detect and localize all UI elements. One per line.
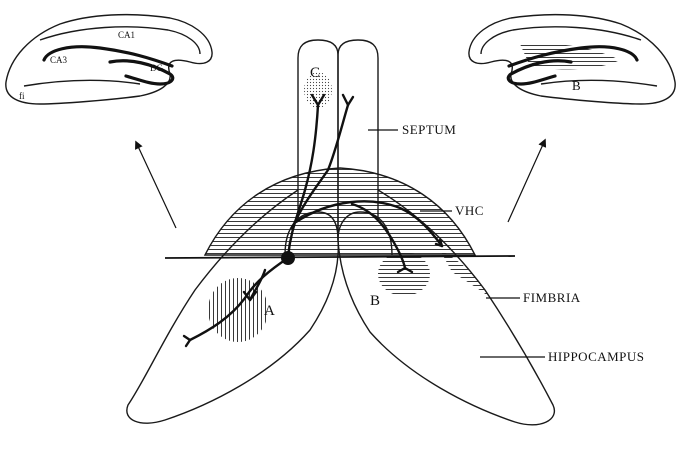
section-plane-line	[165, 256, 515, 258]
left-section-inset: CA3 CA1 DG fi	[6, 15, 212, 104]
label-site-a: A	[264, 303, 275, 319]
left-section-lower-arc	[24, 80, 140, 86]
left-section-outline	[6, 15, 212, 104]
label-fimbria: FIMBRIA	[523, 290, 581, 305]
label-site-b: B	[370, 293, 380, 309]
arrow-to-right-section	[508, 140, 545, 222]
label-ca1: CA1	[118, 30, 135, 40]
label-fi: fi	[19, 91, 25, 101]
label-septum: SEPTUM	[402, 122, 456, 137]
terminal-septum-right	[343, 95, 353, 105]
label-dg: DG	[150, 63, 163, 73]
label-vhc: VHC	[455, 203, 484, 218]
right-section-inset: B	[469, 15, 675, 104]
right-section-lower-arc	[541, 80, 657, 86]
site-a-vertical-hatch	[208, 278, 268, 342]
label-inset-b: B	[572, 78, 581, 93]
label-hippocampus: HIPPOCAMPUS	[548, 349, 645, 364]
site-b-horizontal-hatch	[378, 252, 430, 296]
arrow-to-left-section	[136, 142, 176, 228]
label-ca3: CA3	[50, 55, 68, 65]
label-site-c: C	[310, 65, 320, 81]
terminal-left-tip	[184, 336, 190, 346]
